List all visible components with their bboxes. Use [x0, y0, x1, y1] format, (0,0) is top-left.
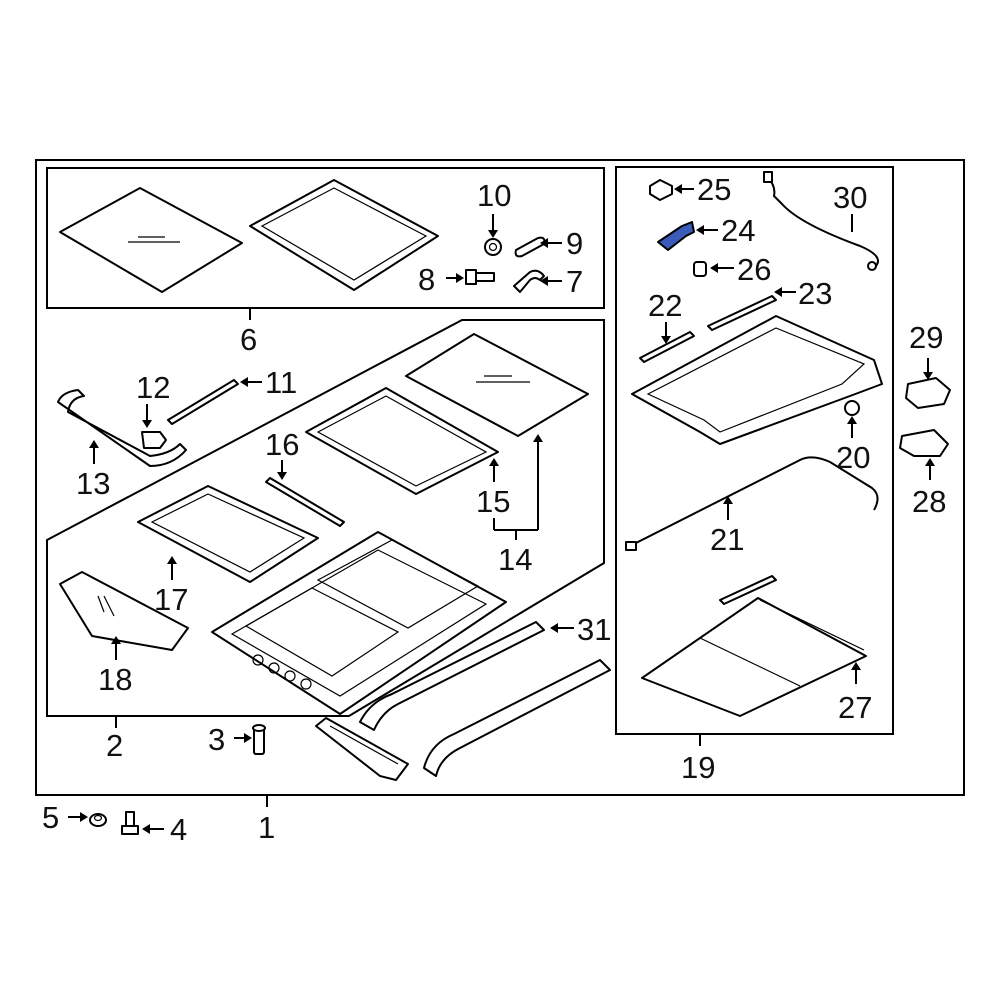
callout-15: 15: [476, 484, 510, 519]
callout-2: 2: [106, 728, 123, 763]
roof-frame-part[interactable]: [211, 531, 507, 715]
callout-23: 23: [798, 276, 832, 311]
callout-13: 13: [76, 466, 110, 501]
rail-part-31[interactable]: [359, 621, 545, 731]
callout-30: 30: [833, 180, 867, 215]
part-26[interactable]: [693, 261, 707, 277]
callout-24: 24: [721, 213, 755, 248]
deflector-part-18[interactable]: [59, 571, 189, 651]
seal-part-15[interactable]: [305, 387, 499, 495]
callout-25: 25: [697, 172, 731, 207]
callout-22: 22: [648, 288, 682, 323]
callout-28: 28: [912, 484, 946, 519]
rear-glass-part-17[interactable]: [137, 485, 319, 583]
callout-17: 17: [154, 582, 188, 617]
clip-part-9[interactable]: [514, 236, 546, 258]
clip-part-7[interactable]: [513, 269, 545, 293]
callout-1: 1: [258, 810, 275, 845]
callout-10: 10: [477, 178, 511, 213]
drain-hose-part-30[interactable]: [763, 171, 879, 271]
seal-part-13[interactable]: [57, 389, 187, 467]
group-box-6: [46, 167, 605, 309]
guide-rail-part-22[interactable]: [639, 331, 695, 363]
glass-panel-part-14[interactable]: [405, 333, 589, 437]
callout-16: 16: [265, 427, 299, 462]
callout-20: 20: [836, 440, 870, 475]
callout-8: 8: [418, 262, 435, 297]
callout-11: 11: [265, 365, 297, 400]
seal-strip-part-16[interactable]: [265, 477, 345, 527]
callout-29: 29: [909, 320, 943, 355]
nut-part-5[interactable]: [89, 813, 107, 827]
pin-part-3[interactable]: [252, 724, 266, 755]
callout-9: 9: [566, 226, 583, 261]
callout-18: 18: [98, 662, 132, 697]
glass-panel-part[interactable]: [59, 187, 243, 293]
guide-rail-part-23[interactable]: [707, 295, 777, 331]
group-box-19: [615, 166, 894, 735]
header-part[interactable]: [315, 717, 409, 781]
callout-19: 19: [681, 750, 715, 785]
guide-part[interactable]: [719, 575, 777, 605]
cable-part-21[interactable]: [625, 456, 879, 551]
group-box-2: [46, 319, 605, 717]
part-20[interactable]: [844, 400, 860, 416]
part-25[interactable]: [649, 179, 673, 201]
clip-part-12[interactable]: [141, 431, 167, 449]
callout-27: 27: [838, 690, 872, 725]
glass-frame-part[interactable]: [249, 179, 439, 291]
callout-4: 4: [170, 812, 187, 847]
strip-part-11[interactable]: [167, 379, 239, 425]
rail-part[interactable]: [423, 659, 611, 777]
motor-part-29[interactable]: [905, 377, 951, 409]
sunroof-frame-part[interactable]: [631, 315, 883, 445]
callout-3: 3: [208, 722, 225, 757]
callout-7: 7: [566, 264, 583, 299]
callout-26: 26: [737, 252, 771, 287]
callout-5: 5: [42, 800, 59, 835]
bolt-part-4[interactable]: [121, 811, 139, 835]
motor-part-28[interactable]: [899, 429, 949, 457]
callout-21: 21: [710, 522, 744, 557]
callout-14: 14: [498, 542, 532, 577]
callout-12: 12: [136, 370, 170, 405]
sunshade-part-27[interactable]: [641, 597, 867, 717]
bolt-part-8[interactable]: [465, 269, 495, 285]
callout-31: 31: [577, 612, 611, 647]
washer-part-10[interactable]: [484, 238, 502, 256]
highlighted-part-24[interactable]: [657, 221, 695, 251]
assembly-frame-1: [35, 159, 965, 796]
callout-6: 6: [240, 322, 257, 357]
